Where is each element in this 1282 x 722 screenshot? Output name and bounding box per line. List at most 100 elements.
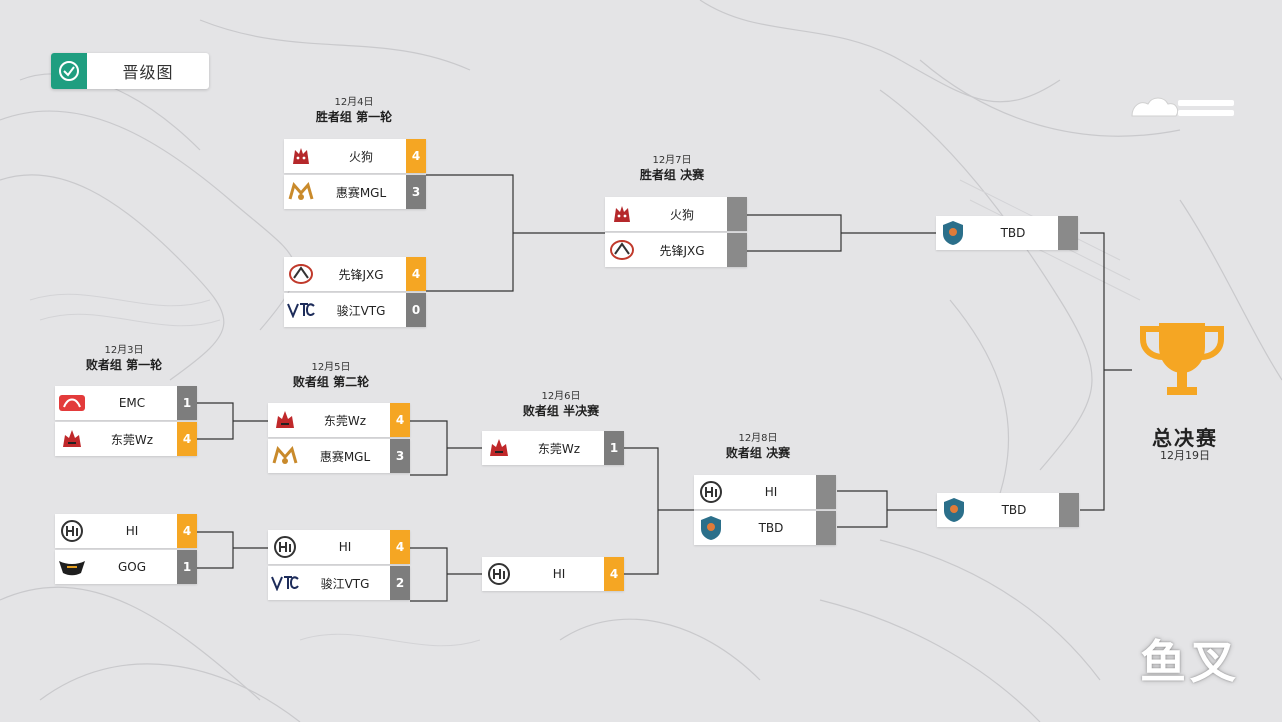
hi-logo-icon: [482, 557, 516, 591]
team-score: 4: [604, 557, 624, 591]
team-row[interactable]: 东莞Wz 1: [482, 431, 624, 465]
match-lb-semi-b[interactable]: HI 4: [482, 557, 624, 591]
team-score: 4: [177, 422, 197, 456]
stage-date: 12月5日: [311, 362, 351, 373]
team-row[interactable]: 骏江VTG 2: [268, 566, 410, 600]
team-row[interactable]: EMC 1: [55, 386, 197, 420]
team-row[interactable]: TBD: [937, 493, 1079, 527]
stage-label-wb-r1: 12月4日 胜者组 第一轮: [298, 95, 410, 125]
team-name: HI: [552, 567, 566, 581]
league-logo-icon: [51, 53, 87, 89]
team-score: [727, 197, 747, 231]
stage-label-lb-r2: 12月5日 败者组 第二轮: [275, 360, 387, 390]
team-name: 骏江VTG: [320, 576, 370, 591]
stage-name: 败者组 半决赛: [522, 404, 600, 418]
team-score: 4: [177, 514, 197, 548]
team-score: [1059, 493, 1079, 527]
team-score: [727, 233, 747, 267]
team-name: 先锋JXG: [659, 243, 705, 258]
tbd-logo-icon: [937, 493, 971, 527]
team-name: TBD: [1001, 503, 1027, 517]
broadcaster-logo-icon: [1128, 88, 1238, 128]
stage-date: 12月8日: [738, 433, 778, 444]
watermark: 鱼叉: [1140, 635, 1240, 689]
jxg-logo-icon: [605, 233, 639, 267]
grand-final-title: 总决赛: [1152, 426, 1218, 450]
team-row[interactable]: 东莞Wz 4: [55, 422, 197, 456]
mgl-logo-icon: [268, 439, 302, 473]
team-row[interactable]: 惠赛MGL 3: [268, 439, 410, 473]
team-row[interactable]: TBD: [936, 216, 1078, 250]
team-score: [816, 511, 836, 545]
match-lb-final[interactable]: HI TBD: [694, 475, 836, 545]
team-row[interactable]: 先锋JXG 4: [284, 257, 426, 291]
team-name: GOG: [117, 560, 147, 574]
team-name: HI: [338, 540, 352, 554]
hi-logo-icon: [55, 514, 89, 548]
stage-date: 12月6日: [541, 391, 581, 402]
tbd-logo-icon: [694, 511, 728, 545]
stage-name: 胜者组 决赛: [639, 168, 705, 182]
team-score: [816, 475, 836, 509]
emc-logo-icon: [55, 386, 89, 420]
vtg-logo-icon: [284, 293, 318, 327]
team-name: 骏江VTG: [336, 303, 386, 318]
team-score: 2: [390, 566, 410, 600]
wolf-logo-icon: [605, 197, 639, 231]
team-row[interactable]: 火狗: [605, 197, 747, 231]
team-name: 惠赛MGL: [319, 449, 371, 464]
match-wb-final[interactable]: 火狗先锋JXG: [605, 197, 747, 267]
team-score: 3: [390, 439, 410, 473]
team-row[interactable]: GOG 1: [55, 550, 197, 584]
stage-date: 12月4日: [334, 97, 374, 108]
team-name: 东莞Wz: [110, 432, 154, 447]
team-row[interactable]: HI 4: [55, 514, 197, 548]
team-name: HI: [764, 485, 778, 499]
grand-final-date: 12月19日: [1160, 449, 1210, 462]
jxg-logo-icon: [284, 257, 318, 291]
team-row[interactable]: HI 4: [268, 530, 410, 564]
team-score: 1: [177, 550, 197, 584]
team-name: 东莞Wz: [537, 441, 581, 456]
team-row[interactable]: HI 4: [482, 557, 624, 591]
team-name: 火狗: [669, 207, 694, 222]
match-lb-semi-a[interactable]: 东莞Wz 1: [482, 431, 624, 465]
vtg-logo-icon: [268, 566, 302, 600]
team-score: 4: [390, 403, 410, 437]
team-score: 4: [390, 530, 410, 564]
hi-logo-icon: [694, 475, 728, 509]
mgl-logo-icon: [284, 175, 318, 209]
team-row[interactable]: HI: [694, 475, 836, 509]
page-title: 晋级图: [122, 63, 174, 82]
match-grand-final-top[interactable]: TBD: [936, 216, 1078, 250]
tbd-logo-icon: [936, 216, 970, 250]
match-lb-r1-a[interactable]: EMC 1 东莞Wz 4: [55, 386, 197, 456]
team-score: 1: [604, 431, 624, 465]
wolf-logo-icon: [284, 139, 318, 173]
team-name: 火狗: [348, 149, 373, 164]
stage-name: 胜者组 第一轮: [315, 110, 393, 124]
team-score: 3: [406, 175, 426, 209]
team-name: EMC: [118, 396, 146, 410]
team-name: HI: [125, 524, 139, 538]
wz-logo-icon: [482, 431, 516, 465]
team-score: 4: [406, 257, 426, 291]
team-row[interactable]: TBD: [694, 511, 836, 545]
stage-date: 12月3日: [104, 345, 144, 356]
bracket-title-tag: 晋级图: [51, 53, 209, 89]
team-row[interactable]: 先锋JXG: [605, 233, 747, 267]
team-score: 1: [177, 386, 197, 420]
match-grand-final-bottom[interactable]: TBD: [937, 493, 1079, 527]
team-name: 先锋JXG: [338, 267, 384, 282]
match-lb-r2-b[interactable]: HI 4 骏江VTG 2: [268, 530, 410, 600]
trophy-icon: [1137, 317, 1227, 407]
gog-logo-icon: [55, 550, 89, 584]
